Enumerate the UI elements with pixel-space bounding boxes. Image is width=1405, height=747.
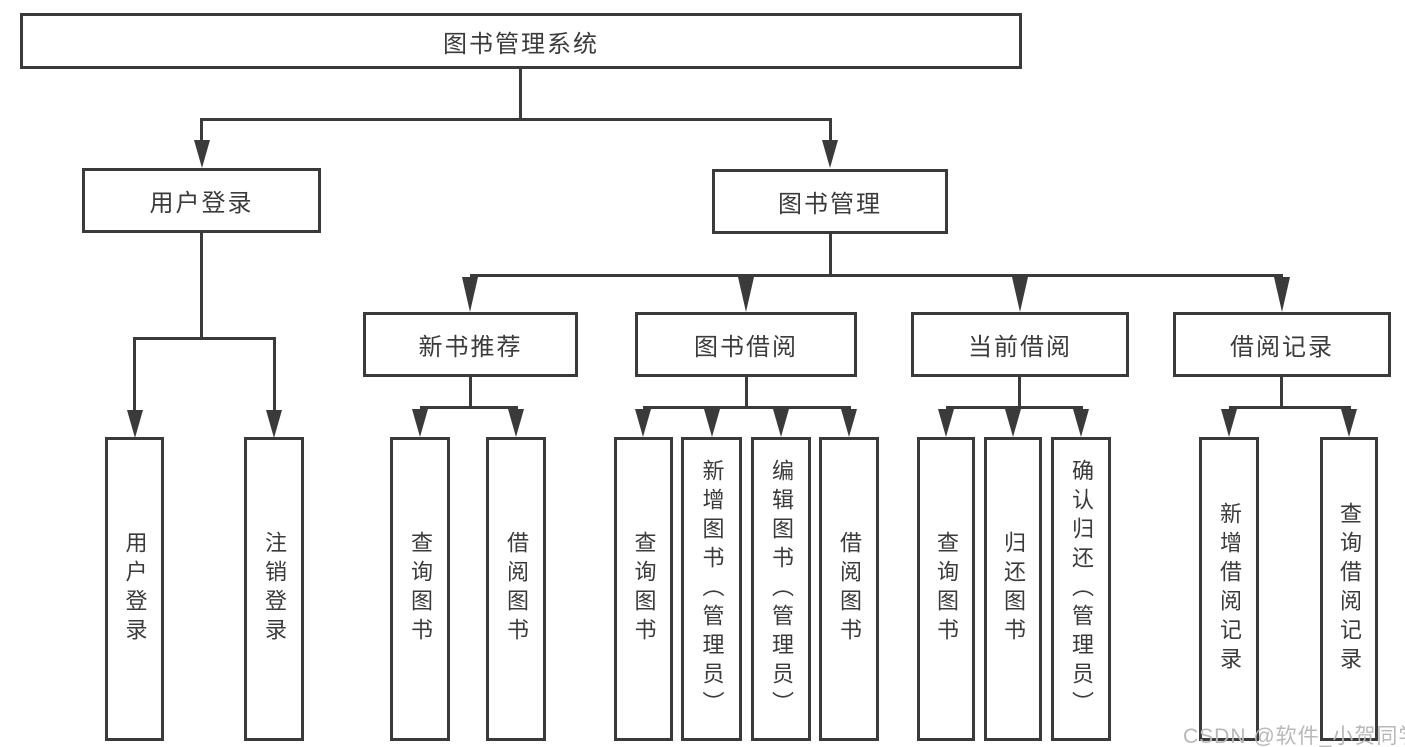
node-leaf-query-borrow-record-label: 查询借阅记录 (1337, 502, 1362, 676)
arrow-down-icon (1073, 409, 1089, 437)
node-current-borrow: 当前借阅 (911, 312, 1129, 377)
arrow-down-icon (635, 409, 651, 437)
node-leaf-logout: 注销登录 (244, 437, 304, 741)
arrow-down-icon (1012, 277, 1028, 312)
connector-line (1280, 377, 1283, 409)
connector-line (273, 340, 276, 413)
node-leaf-add-borrow-record: 新增借阅记录 (1199, 437, 1259, 741)
node-borrow-record-label: 借阅记录 (1230, 334, 1334, 361)
connector-line (200, 233, 203, 340)
connector-line (420, 406, 518, 409)
node-user-login: 用户登录 (82, 168, 321, 233)
connector-line (133, 340, 136, 413)
node-leaf-query-book-1: 查询图书 (390, 437, 450, 741)
arrow-down-icon (822, 140, 838, 168)
node-leaf-add-book-label: 新增图书（管理员） (699, 458, 725, 720)
node-leaf-return-book: 归还图书 (984, 437, 1042, 741)
node-root: 图书管理系统 (20, 13, 1022, 69)
arrow-down-icon (738, 277, 754, 312)
arrow-down-icon (412, 409, 428, 437)
node-leaf-query-book-1-label: 查询图书 (408, 531, 433, 647)
node-book-management: 图书管理 (712, 169, 948, 234)
connector-line (519, 69, 522, 121)
arrow-down-icon (266, 410, 282, 438)
node-book-borrow-label: 图书借阅 (694, 334, 798, 361)
connector-line (1018, 377, 1021, 409)
arrow-down-icon (1005, 409, 1021, 437)
node-leaf-add-book: 新增图书（管理员） (681, 437, 742, 741)
connector-line (829, 121, 832, 145)
node-leaf-borrow-book-1-label: 借阅图书 (504, 531, 529, 647)
connector-line (946, 406, 1083, 409)
node-leaf-confirm-return-label: 确认归还（管理员） (1069, 458, 1094, 720)
node-book-borrow: 图书借阅 (635, 312, 857, 377)
node-leaf-query-book-3: 查询图书 (917, 437, 975, 741)
node-leaf-borrow-book-2-label: 借阅图书 (837, 531, 862, 647)
arrow-down-icon (704, 409, 720, 437)
node-leaf-user-login-label: 用户登录 (122, 531, 148, 647)
connector-line (470, 274, 1283, 277)
connector-line (469, 377, 472, 409)
connector-line (200, 118, 832, 121)
node-leaf-edit-book-label: 编辑图书（管理员） (769, 458, 794, 720)
connector-line (133, 337, 276, 340)
csdn-watermark: CSDN @软件_小贺同学 (1183, 725, 1405, 747)
arrow-down-icon (773, 409, 789, 437)
arrow-down-icon (1221, 409, 1237, 437)
node-leaf-confirm-return: 确认归还（管理员） (1051, 437, 1111, 741)
node-leaf-query-book-2: 查询图书 (614, 437, 673, 741)
node-leaf-add-borrow-record-label: 新增借阅记录 (1217, 502, 1242, 676)
arrow-down-icon (1341, 409, 1357, 437)
arrow-down-icon (508, 409, 524, 437)
arrow-down-icon (462, 277, 478, 312)
node-new-book-recommend: 新书推荐 (363, 312, 578, 377)
arrow-down-icon (1274, 277, 1290, 312)
node-leaf-borrow-book-2: 借阅图书 (819, 437, 879, 741)
connector-line (745, 377, 748, 409)
node-leaf-borrow-book-1: 借阅图书 (486, 437, 546, 741)
connector-line (829, 234, 832, 277)
node-leaf-logout-label: 注销登录 (262, 531, 287, 647)
node-leaf-query-book-2-label: 查询图书 (631, 531, 657, 647)
node-new-book-recommend-label: 新书推荐 (418, 334, 523, 361)
node-user-login-label: 用户登录 (149, 190, 254, 217)
node-leaf-edit-book: 编辑图书（管理员） (751, 437, 811, 741)
connector-line (200, 121, 203, 145)
node-book-management-label: 图书管理 (778, 191, 882, 218)
arrow-down-icon (194, 140, 210, 168)
arrow-down-icon (938, 409, 954, 437)
node-leaf-query-borrow-record: 查询借阅记录 (1320, 437, 1378, 741)
arrow-down-icon (841, 409, 857, 437)
node-borrow-record: 借阅记录 (1173, 312, 1391, 377)
node-current-borrow-label: 当前借阅 (968, 334, 1072, 361)
node-leaf-return-book-label: 归还图书 (1001, 531, 1026, 647)
node-root-label: 图书管理系统 (443, 30, 599, 58)
node-leaf-user-login: 用户登录 (105, 437, 164, 741)
connector-line (1229, 406, 1351, 409)
node-leaf-query-book-3-label: 查询图书 (934, 531, 959, 647)
arrow-down-icon (127, 410, 143, 438)
connector-line (643, 406, 851, 409)
